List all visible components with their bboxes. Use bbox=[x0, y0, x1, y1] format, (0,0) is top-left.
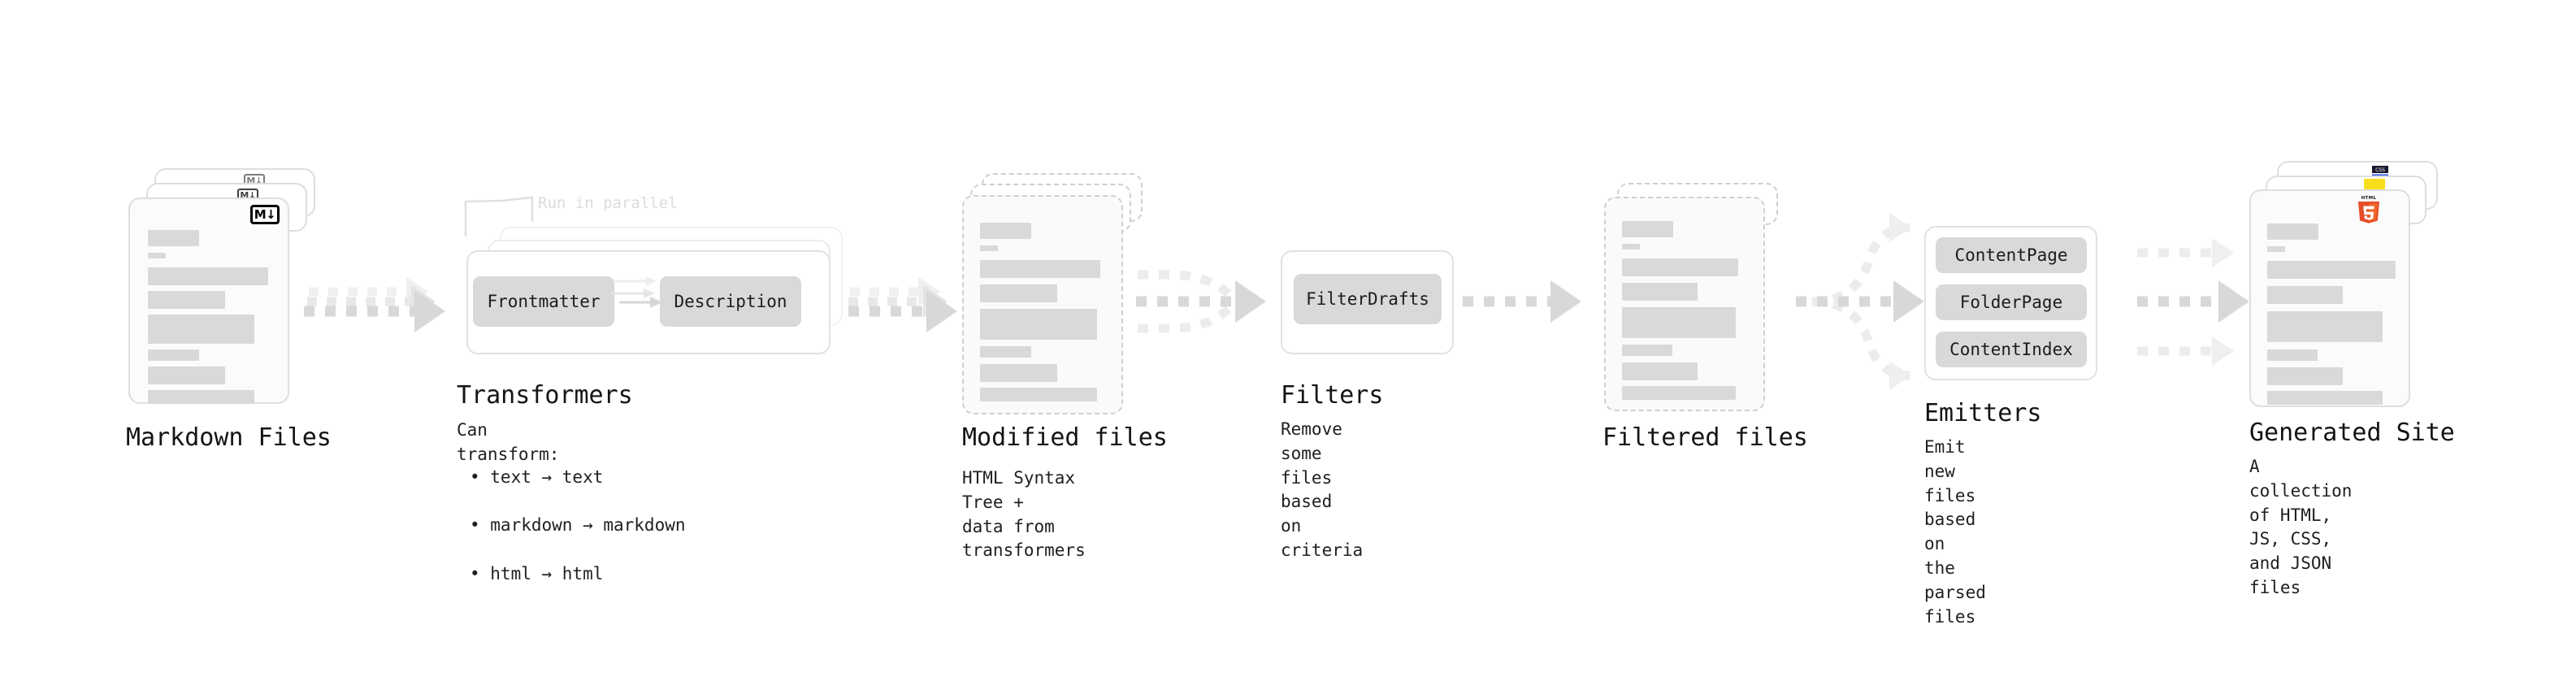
transformers-bullet-list: • text → text • markdown → markdown • ht… bbox=[470, 441, 686, 611]
emitter-node-folderpage[interactable]: FolderPage bbox=[1936, 284, 2087, 320]
modified-files-title: Modified files bbox=[962, 423, 1168, 452]
skeleton-subtitle bbox=[1622, 244, 1640, 249]
skeleton-line-1 bbox=[2267, 261, 2396, 279]
skeleton-line-4 bbox=[1622, 345, 1672, 356]
skeleton-line-4 bbox=[148, 349, 199, 361]
skeleton-line-2 bbox=[980, 284, 1057, 302]
filter-node-filterdrafts[interactable]: FilterDrafts bbox=[1294, 274, 1442, 324]
arrow-transformers-to-modified bbox=[827, 277, 957, 332]
transformer-node-description[interactable]: Description bbox=[660, 276, 801, 327]
skeleton-line-5 bbox=[980, 364, 1057, 382]
arrow-modified-to-filters bbox=[1136, 270, 1266, 333]
filtered-files-title: Filtered files bbox=[1602, 423, 1808, 452]
markdown-files-title: Markdown Files bbox=[126, 423, 332, 452]
skeleton-line-1 bbox=[980, 260, 1100, 278]
emitter-node-contentindex[interactable]: ContentIndex bbox=[1936, 332, 2087, 367]
filters-title: Filters bbox=[1281, 381, 1384, 410]
skeleton-line-4 bbox=[980, 346, 1031, 358]
skeleton-line-6 bbox=[2267, 391, 2383, 405]
svg-text:HTML: HTML bbox=[2361, 196, 2377, 201]
filtered-file-card-front bbox=[1604, 197, 1765, 411]
markdown-file-card-front bbox=[128, 197, 289, 404]
transformers-bullet-0: • text → text bbox=[470, 466, 604, 487]
skeleton-line-4 bbox=[2267, 349, 2318, 361]
skeleton-line-1 bbox=[1622, 258, 1738, 276]
skeleton-subtitle bbox=[2267, 246, 2285, 252]
emitter-node-contentpage[interactable]: ContentPage bbox=[1936, 237, 2087, 273]
transformers-bullet-2: • html → html bbox=[470, 564, 604, 584]
emitters-subtitle: Emit new files based on the parsed files bbox=[1924, 437, 1986, 627]
transformer-node-frontmatter[interactable]: Frontmatter bbox=[473, 276, 614, 327]
generated-site-title: Generated Site bbox=[2249, 419, 2455, 447]
skeleton-line-5 bbox=[1622, 362, 1698, 380]
skeleton-line-3 bbox=[148, 314, 254, 344]
skeleton-subtitle bbox=[148, 253, 166, 258]
skeleton-title bbox=[2267, 223, 2318, 240]
skeleton-line-3 bbox=[1622, 307, 1736, 338]
skeleton-line-6 bbox=[148, 390, 254, 404]
arrow-filters-to-filtered bbox=[1463, 280, 1581, 323]
skeleton-line-1 bbox=[148, 267, 268, 285]
skeleton-line-3 bbox=[2267, 311, 2383, 342]
modified-files-subtitle: HTML Syntax Tree + data from transformer… bbox=[962, 468, 1086, 561]
skeleton-line-5 bbox=[148, 367, 225, 384]
arrow-emitters-to-site bbox=[2137, 238, 2249, 366]
skeleton-title bbox=[1622, 221, 1673, 237]
skeleton-line-2 bbox=[2267, 286, 2343, 304]
emitters-title: Emitters bbox=[1924, 399, 2042, 427]
skeleton-line-6 bbox=[1622, 386, 1736, 400]
transformers-subtitle: Can transform: bbox=[457, 420, 560, 464]
skeleton-line-5 bbox=[2267, 367, 2343, 385]
skeleton-line-6 bbox=[980, 388, 1097, 401]
arrow-filtered-to-emitters bbox=[1796, 213, 1924, 390]
modified-file-card-front bbox=[962, 195, 1123, 414]
skeleton-title bbox=[148, 230, 199, 246]
css-icon: CSS bbox=[2371, 165, 2389, 179]
skeleton-line-2 bbox=[148, 291, 225, 309]
arrow-markdown-to-transformers bbox=[304, 277, 445, 332]
generated-file-card-front bbox=[2249, 189, 2410, 407]
html5-icon: HTML bbox=[2355, 193, 2383, 226]
transformers-title: Transformers bbox=[457, 381, 633, 410]
skeleton-line-3 bbox=[980, 309, 1097, 340]
markdown-icon: M↓ bbox=[250, 205, 280, 224]
skeleton-subtitle bbox=[980, 245, 998, 251]
transformers-bullet-1: • markdown → markdown bbox=[470, 515, 686, 536]
filters-subtitle: Remove some files based on criteria bbox=[1281, 419, 1364, 561]
skeleton-line-2 bbox=[1622, 283, 1698, 301]
svg-text:CSS: CSS bbox=[2375, 167, 2385, 173]
run-in-parallel-label: Run in parallel bbox=[538, 194, 678, 212]
generated-site-subtitle: A collection of HTML, JS, CSS, and JSON … bbox=[2249, 457, 2353, 598]
skeleton-title bbox=[980, 223, 1031, 239]
